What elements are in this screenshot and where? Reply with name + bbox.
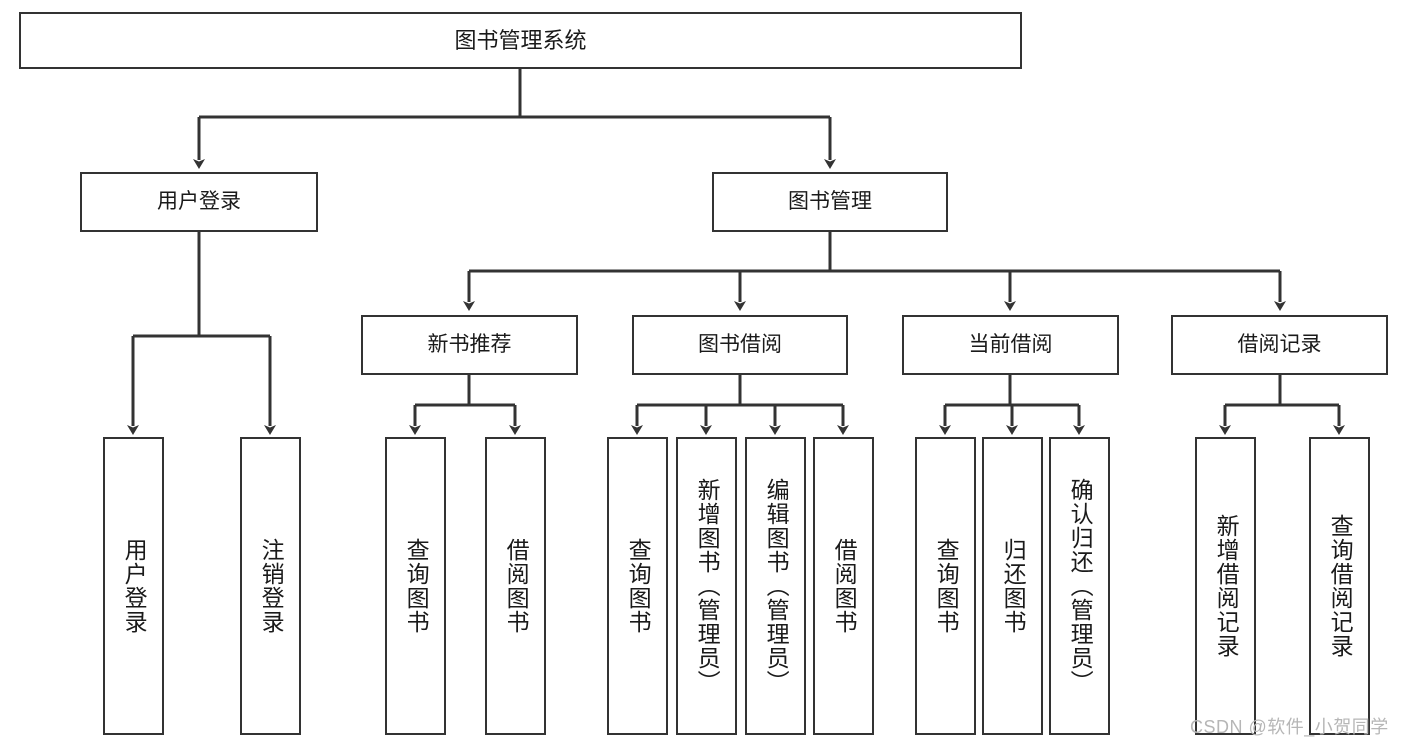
node-label: 图书管理系统 — [454, 27, 587, 53]
node-book-borrow[interactable]: 图书借阅 — [632, 315, 848, 375]
node-label: 查询图书 — [933, 538, 960, 634]
node-label: 用户登录 — [157, 189, 241, 213]
leaf-recommend-borrow-book[interactable]: 借阅图书 — [485, 437, 546, 735]
node-current-borrow[interactable]: 当前借阅 — [902, 315, 1119, 375]
leaf-user-login-logout[interactable]: 注销登录 — [240, 437, 301, 735]
node-label: 当前借阅 — [968, 332, 1053, 356]
leaf-borrow-query-book[interactable]: 查询图书 — [607, 437, 668, 735]
leaf-current-confirm-return-admin[interactable]: 确认归还（管理员） — [1049, 437, 1110, 735]
leaf-record-query-record[interactable]: 查询借阅记录 — [1309, 437, 1370, 735]
leaf-borrow-edit-book-admin[interactable]: 编辑图书（管理员） — [745, 437, 806, 735]
node-label: 查询借阅记录 — [1327, 514, 1354, 658]
leaf-record-add-record[interactable]: 新增借阅记录 — [1195, 437, 1256, 735]
node-label: 新增图书（管理员） — [694, 478, 721, 694]
node-label: 确认归还（管理员） — [1067, 478, 1094, 694]
node-label: 注销登录 — [258, 538, 285, 634]
node-label: 编辑图书（管理员） — [763, 478, 790, 694]
leaf-current-query-book[interactable]: 查询图书 — [915, 437, 976, 735]
node-label: 图书管理 — [788, 189, 872, 213]
node-label: 图书借阅 — [698, 332, 782, 356]
node-label: 借阅图书 — [503, 538, 530, 634]
node-borrow-record[interactable]: 借阅记录 — [1171, 315, 1388, 375]
node-label: 借阅图书 — [831, 538, 858, 634]
leaf-borrow-add-book-admin[interactable]: 新增图书（管理员） — [676, 437, 737, 735]
leaf-borrow-borrow-book[interactable]: 借阅图书 — [813, 437, 874, 735]
leaf-recommend-query-book[interactable]: 查询图书 — [385, 437, 446, 735]
leaf-user-login-login[interactable]: 用户登录 — [103, 437, 164, 735]
node-label: 借阅记录 — [1237, 332, 1322, 356]
node-new-book-recommend[interactable]: 新书推荐 — [361, 315, 578, 375]
node-label: 查询图书 — [625, 538, 652, 634]
node-user-login[interactable]: 用户登录 — [80, 172, 318, 232]
node-label: 归还图书 — [1000, 538, 1027, 634]
node-label: 新书推荐 — [427, 332, 512, 356]
node-label: 用户登录 — [121, 538, 148, 634]
node-root-system[interactable]: 图书管理系统 — [19, 12, 1022, 69]
leaf-current-return-book[interactable]: 归还图书 — [982, 437, 1043, 735]
node-label: 查询图书 — [403, 538, 430, 634]
node-label: 新增借阅记录 — [1213, 514, 1240, 658]
node-book-management[interactable]: 图书管理 — [712, 172, 948, 232]
